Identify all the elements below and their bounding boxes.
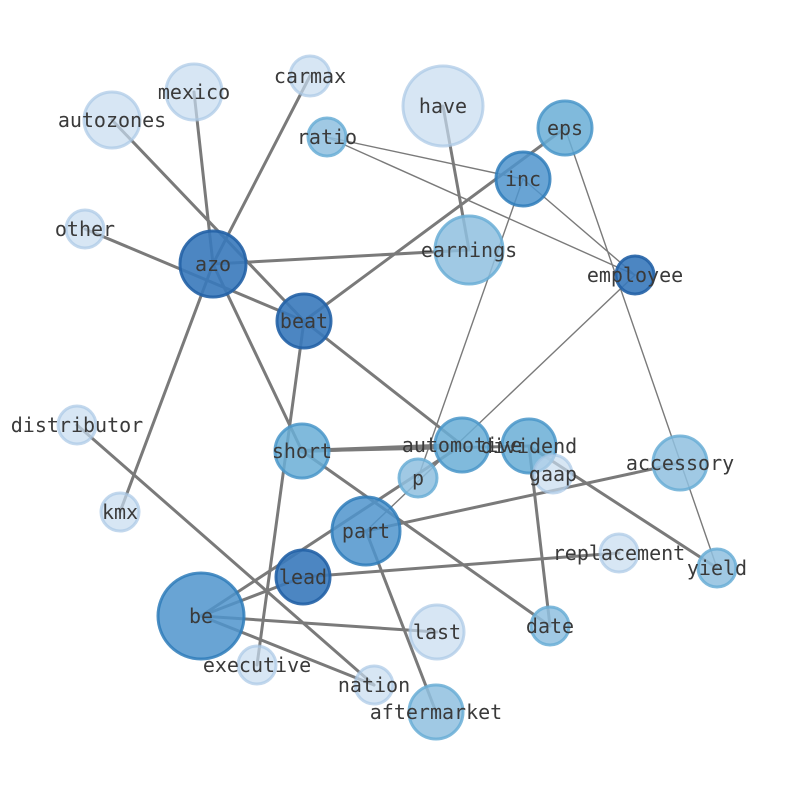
node-label-accessory: accessory (626, 451, 734, 475)
node-label-automotive: automotive (402, 433, 522, 457)
edge-beat-executive (255, 319, 306, 667)
edge-short-date (300, 449, 552, 628)
node-label-employee: employee (587, 263, 683, 287)
node-carmax[interactable] (288, 54, 332, 98)
node-label-be: be (189, 604, 213, 628)
node-beat[interactable] (275, 292, 333, 350)
node-label-date: date (526, 614, 574, 638)
edge-lead-replacement (301, 551, 621, 579)
node-label-other: other (55, 217, 115, 241)
node-gaap[interactable] (532, 453, 574, 495)
node-earnings[interactable] (433, 214, 505, 286)
node-label-replacement: replacement (553, 541, 685, 565)
node-replacement[interactable] (598, 532, 640, 574)
node-label-azo: azo (195, 252, 231, 276)
node-distributor[interactable] (56, 404, 98, 446)
node-autozones[interactable] (82, 90, 142, 150)
node-label-nation: nation (338, 673, 410, 697)
node-date[interactable] (529, 605, 571, 647)
node-label-yield: yield (687, 556, 747, 580)
node-layer (56, 54, 738, 741)
edge-autozones-beat (110, 118, 306, 323)
edge-layer (75, 74, 719, 714)
node-label-carmax: carmax (274, 64, 346, 88)
node-be[interactable] (156, 571, 246, 661)
edge-azo-kmx (118, 262, 215, 514)
node-label-beat: beat (280, 309, 328, 333)
node-label-inc: inc (505, 167, 541, 191)
node-p[interactable] (397, 457, 439, 499)
node-label-mexico: mexico (158, 80, 230, 104)
node-have[interactable] (401, 64, 485, 148)
node-label-kmx: kmx (102, 500, 138, 524)
node-label-earnings: earnings (421, 238, 517, 262)
edge-dividend-date (527, 444, 552, 628)
node-label-ratio: ratio (297, 125, 357, 149)
node-label-executive: executive (203, 653, 311, 677)
label-layer: mexico carmax autozones have ratio eps inc othe… (11, 64, 747, 724)
node-last[interactable] (408, 603, 466, 661)
node-lead[interactable] (274, 548, 332, 606)
node-label-have: have (419, 94, 467, 118)
edge-carmax-azo (211, 74, 312, 266)
node-label-distributor: distributor (11, 413, 143, 437)
node-yield[interactable] (696, 547, 738, 589)
node-employee[interactable] (614, 254, 656, 296)
node-automotive[interactable] (433, 416, 491, 474)
node-part[interactable] (330, 495, 402, 567)
edge-azo-short (211, 262, 304, 453)
edge-short-dividend (300, 444, 531, 453)
node-label-eps: eps (547, 116, 583, 140)
node-short[interactable] (273, 422, 331, 480)
edge-azo-earnings (211, 248, 471, 266)
node-eps[interactable] (536, 99, 594, 157)
node-ratio[interactable] (306, 116, 348, 158)
node-accessory[interactable] (651, 434, 709, 492)
node-label-part: part (342, 519, 390, 543)
edge-ratio-employee (326, 136, 636, 276)
node-label-p: p (412, 466, 424, 490)
node-inc[interactable] (494, 150, 552, 208)
node-label-lead: lead (279, 565, 327, 589)
edge-ratio-inc (326, 136, 524, 180)
edge-inc-p (417, 178, 524, 479)
node-label-short: short (272, 439, 332, 463)
edge-beat-automotive (302, 319, 464, 447)
node-aftermarket[interactable] (407, 683, 465, 741)
node-label-dividend: dividend (481, 434, 577, 458)
node-label-last: last (413, 620, 461, 644)
node-nation[interactable] (353, 664, 395, 706)
node-label-autozones: autozones (58, 108, 166, 132)
node-executive[interactable] (236, 644, 278, 686)
node-label-gaap: gaap (529, 462, 577, 486)
edge-eps-yield (564, 127, 718, 569)
edge-part-accessory (364, 461, 682, 533)
edge-distributor-nation (75, 423, 376, 687)
node-mexico[interactable] (164, 62, 224, 122)
node-other[interactable] (64, 208, 106, 250)
node-azo[interactable] (178, 229, 248, 299)
node-kmx[interactable] (99, 491, 141, 533)
node-label-aftermarket: aftermarket (370, 700, 502, 724)
